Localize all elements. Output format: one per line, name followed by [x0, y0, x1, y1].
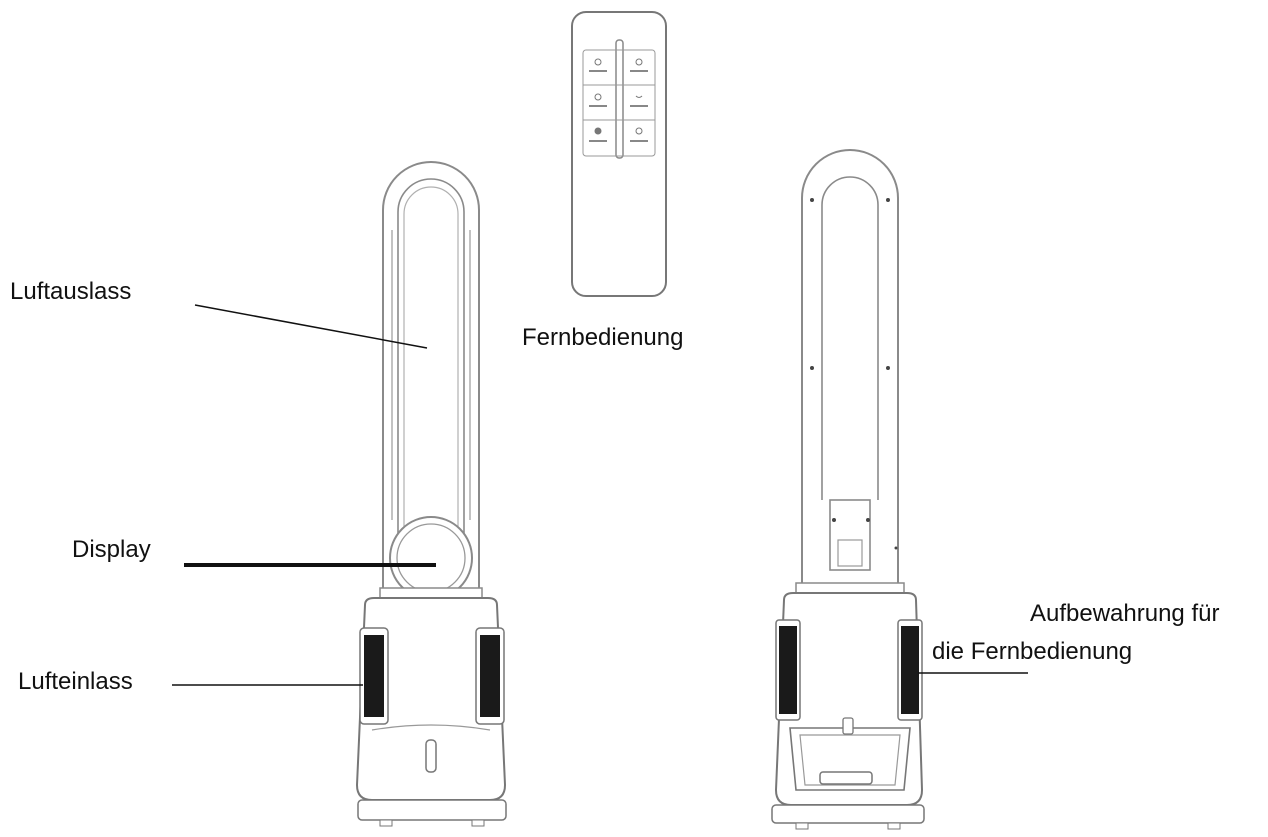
back-right-grille — [901, 626, 919, 714]
front-foot — [357, 799, 507, 821]
label-display: Display — [72, 536, 151, 563]
remote-button-icons — [594, 58, 643, 135]
leader-lines — [172, 304, 1028, 686]
fan-front-view — [355, 161, 507, 827]
fan-back-view — [771, 149, 925, 830]
label-air-outlet: Luftauslass — [10, 278, 132, 305]
back-screws — [810, 198, 898, 550]
back-foot — [771, 804, 925, 824]
remote-button-marks — [589, 70, 648, 142]
leader-line-air-outlet — [194, 304, 428, 349]
front-loop-outer — [382, 161, 480, 590]
back-loop-outer — [801, 149, 899, 585]
remote-center-bar — [615, 39, 624, 159]
front-left-grille — [364, 635, 384, 717]
label-remote-control: Fernbedienung — [522, 324, 684, 351]
remote-control — [571, 11, 667, 297]
remote-button-panel — [582, 49, 656, 157]
front-display-disk — [389, 516, 473, 600]
label-air-inlet: Lufteinlass — [18, 668, 133, 695]
label-remote-storage-line1: Aufbewahrung für — [1030, 600, 1220, 627]
back-left-grille — [779, 626, 797, 714]
label-remote-storage-line2: die Fernbedienung — [932, 638, 1133, 665]
front-base-body — [355, 597, 507, 801]
front-water-window — [425, 739, 437, 773]
front-right-grille — [480, 635, 500, 717]
